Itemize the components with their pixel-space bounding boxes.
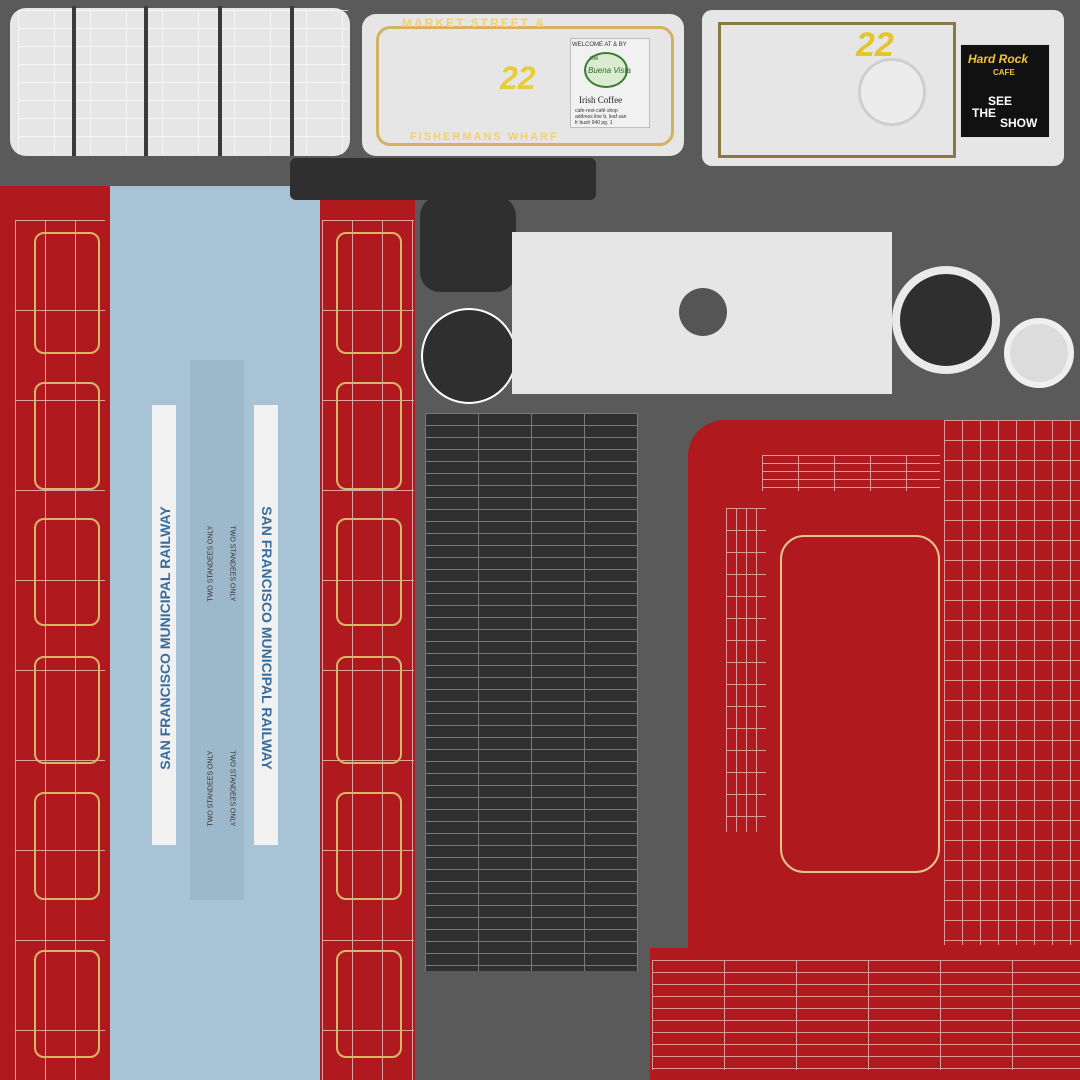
right-red-wireframe-b <box>652 960 1080 1070</box>
ornament-right-3 <box>336 518 402 626</box>
ad-address-2: address line b, leaf san <box>575 114 627 120</box>
route-panel-frame <box>718 22 956 158</box>
roof-sign-top-text: MARKET STREET & <box>402 16 546 30</box>
center-dark-circle <box>421 308 517 404</box>
ornament-right-6 <box>336 950 402 1058</box>
right-red-wireframe-a <box>944 420 1080 945</box>
right-circle-small <box>1004 318 1074 388</box>
right-red-wireframe-d <box>762 455 940 491</box>
ad-address-3: fr bush 940 pg. 1 <box>575 120 613 126</box>
ad-brand-small: the <box>590 56 599 62</box>
standees-text-4: TWO STANDEES ONLY <box>228 750 236 827</box>
ornament-right-1 <box>336 232 402 354</box>
ad-welcome-line: WELCOME AT & BY <box>572 42 627 48</box>
roof-sign-bottom-text: FISHERMANS WHARF <box>410 131 559 143</box>
ornament-right-5 <box>336 792 402 900</box>
center-dark-wire <box>425 413 638 971</box>
hard-rock-badge <box>960 44 1050 138</box>
left-red-wire-right <box>322 220 414 1080</box>
center-dark-column <box>425 413 638 971</box>
ad-product: Irish Coffee <box>579 95 623 105</box>
center-dark-top <box>420 196 516 292</box>
dark-rail-3 <box>218 6 222 156</box>
ad-address-1: cafe-rest-café shop <box>575 108 618 114</box>
roof-sign-gold-frame <box>376 26 674 146</box>
hard-rock-line-2: CAFE <box>993 68 1015 77</box>
railway-text-left: SAN FRANCISCO MUNICIPAL RAILWAY <box>157 506 173 770</box>
hard-rock-line-1: Hard Rock <box>968 52 1029 66</box>
ornament-left-1 <box>34 232 100 354</box>
right-red-wireframe-c <box>726 508 766 832</box>
ornament-left-5 <box>34 792 100 900</box>
ornament-left-4 <box>34 656 100 764</box>
center-marble-hole <box>679 288 727 336</box>
top-dark-rail <box>290 158 596 200</box>
ornament-right-4 <box>336 656 402 764</box>
left-red-wire-left <box>15 220 105 1080</box>
dark-rail-1 <box>72 6 76 156</box>
hard-rock-line-5: SHOW <box>1000 116 1038 130</box>
railway-strip-right <box>254 405 278 845</box>
hard-rock-line-3: SEE <box>988 94 1013 108</box>
hard-rock-line-4: THE <box>972 106 996 120</box>
route-panel-number: 22 <box>856 26 894 64</box>
top-left-wireframe <box>18 10 348 154</box>
ornament-left-6 <box>34 950 100 1058</box>
standees-text-1: TWO STANDEES ONLY <box>207 525 215 602</box>
dark-rail-4 <box>290 6 294 156</box>
dark-rail-2 <box>144 6 148 156</box>
standees-text-2: TWO STANDEES ONLY <box>228 525 236 602</box>
railway-strip-left <box>152 405 176 845</box>
standees-text-3: TWO STANDEES ONLY <box>207 750 215 827</box>
ornament-left-2 <box>34 382 100 490</box>
ad-logo-circle <box>584 52 628 88</box>
ornament-left-3 <box>34 518 100 626</box>
railway-text-right: SAN FRANCISCO MUNICIPAL RAILWAY <box>259 506 275 770</box>
left-center-panel-dark <box>190 360 244 900</box>
ornament-right-2 <box>336 382 402 490</box>
right-circle-large <box>892 266 1000 374</box>
ad-brand: Buena Vista <box>588 66 631 75</box>
red-center-shape <box>780 535 940 873</box>
roof-sign-route-number: 22 <box>500 60 536 96</box>
route-panel-ring <box>858 58 926 126</box>
